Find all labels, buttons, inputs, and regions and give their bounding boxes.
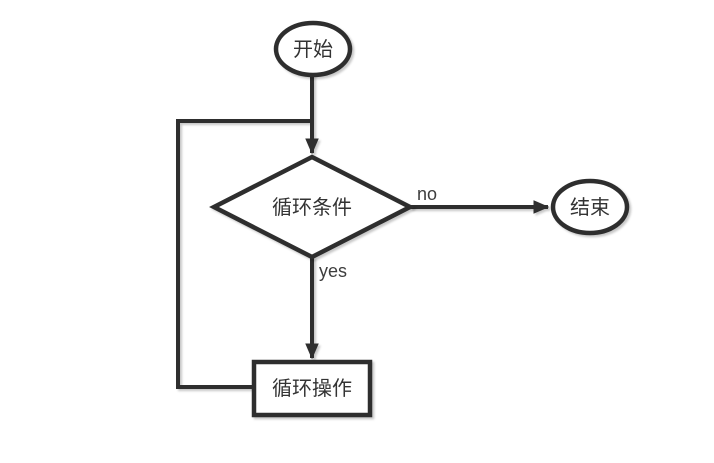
start-node-label: 开始: [293, 38, 333, 61]
end-node-shape: [550, 178, 630, 236]
operation-node-label: 循环操作: [272, 377, 352, 400]
edge-label-yes: yes: [319, 261, 347, 281]
operation-node-shape: [251, 359, 373, 418]
edges-layer: [176, 75, 550, 389]
start-node-shape: [273, 20, 353, 78]
labels-layer: 开始 循环条件 结束 循环操作 no yes: [272, 38, 610, 400]
condition-node-shape: [209, 154, 415, 260]
edge-loopback-operation-to-condition: [176, 119, 312, 389]
end-node-label: 结束: [570, 196, 610, 219]
condition-node-label: 循环条件: [272, 196, 352, 219]
edge-label-no: no: [417, 184, 437, 204]
nodes-layer: [209, 20, 630, 418]
